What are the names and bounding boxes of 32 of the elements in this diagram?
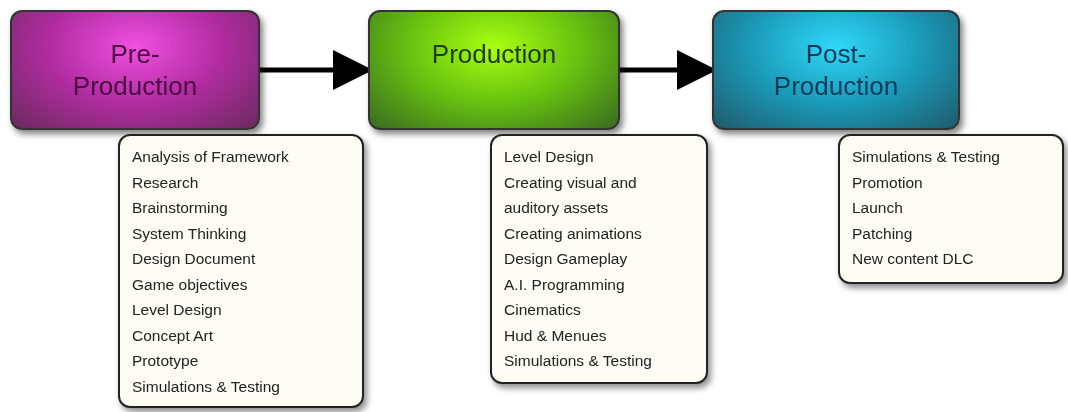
task-item: Hud & Menues bbox=[504, 325, 608, 346]
task-item: Launch bbox=[852, 198, 904, 218]
task-list-box bbox=[490, 134, 708, 384]
phase-title: Pre-Production bbox=[71, 38, 199, 102]
task-item: Research bbox=[132, 172, 200, 193]
task-list-box bbox=[838, 134, 1064, 284]
task-item: Level Design bbox=[504, 147, 595, 167]
task-item: Patching bbox=[852, 223, 914, 244]
task-item: Level Design bbox=[132, 300, 223, 320]
phase-box bbox=[712, 10, 960, 130]
task-item: Analysis of Framework bbox=[132, 147, 290, 167]
task-item: Concept Art bbox=[132, 325, 214, 346]
task-item: Creating visual and auditory assets bbox=[504, 172, 638, 218]
task-item: Design Document bbox=[132, 249, 257, 269]
task-item: Game objectives bbox=[132, 274, 249, 295]
task-item: Brainstorming bbox=[132, 198, 229, 218]
phase-title: Post-Production bbox=[772, 38, 900, 102]
task-item: A.I. Programming bbox=[504, 274, 626, 295]
task-item: New content DLC bbox=[852, 249, 975, 269]
task-list-box bbox=[118, 134, 364, 408]
task-item: Simulations & Testing bbox=[132, 376, 281, 397]
task-item: Prototype bbox=[132, 351, 200, 371]
phase-box bbox=[368, 10, 620, 130]
phase-title: Production bbox=[431, 38, 557, 70]
task-item: Promotion bbox=[852, 172, 924, 193]
phase-box bbox=[10, 10, 260, 130]
task-item: Creating animations bbox=[504, 223, 643, 244]
task-item: Simulations & Testing bbox=[852, 147, 1001, 167]
task-item: Simulations & Testing bbox=[504, 351, 653, 371]
task-item: System Thinking bbox=[132, 223, 248, 244]
task-item: Cinematics bbox=[504, 300, 582, 320]
task-item: Design Gameplay bbox=[504, 249, 629, 269]
